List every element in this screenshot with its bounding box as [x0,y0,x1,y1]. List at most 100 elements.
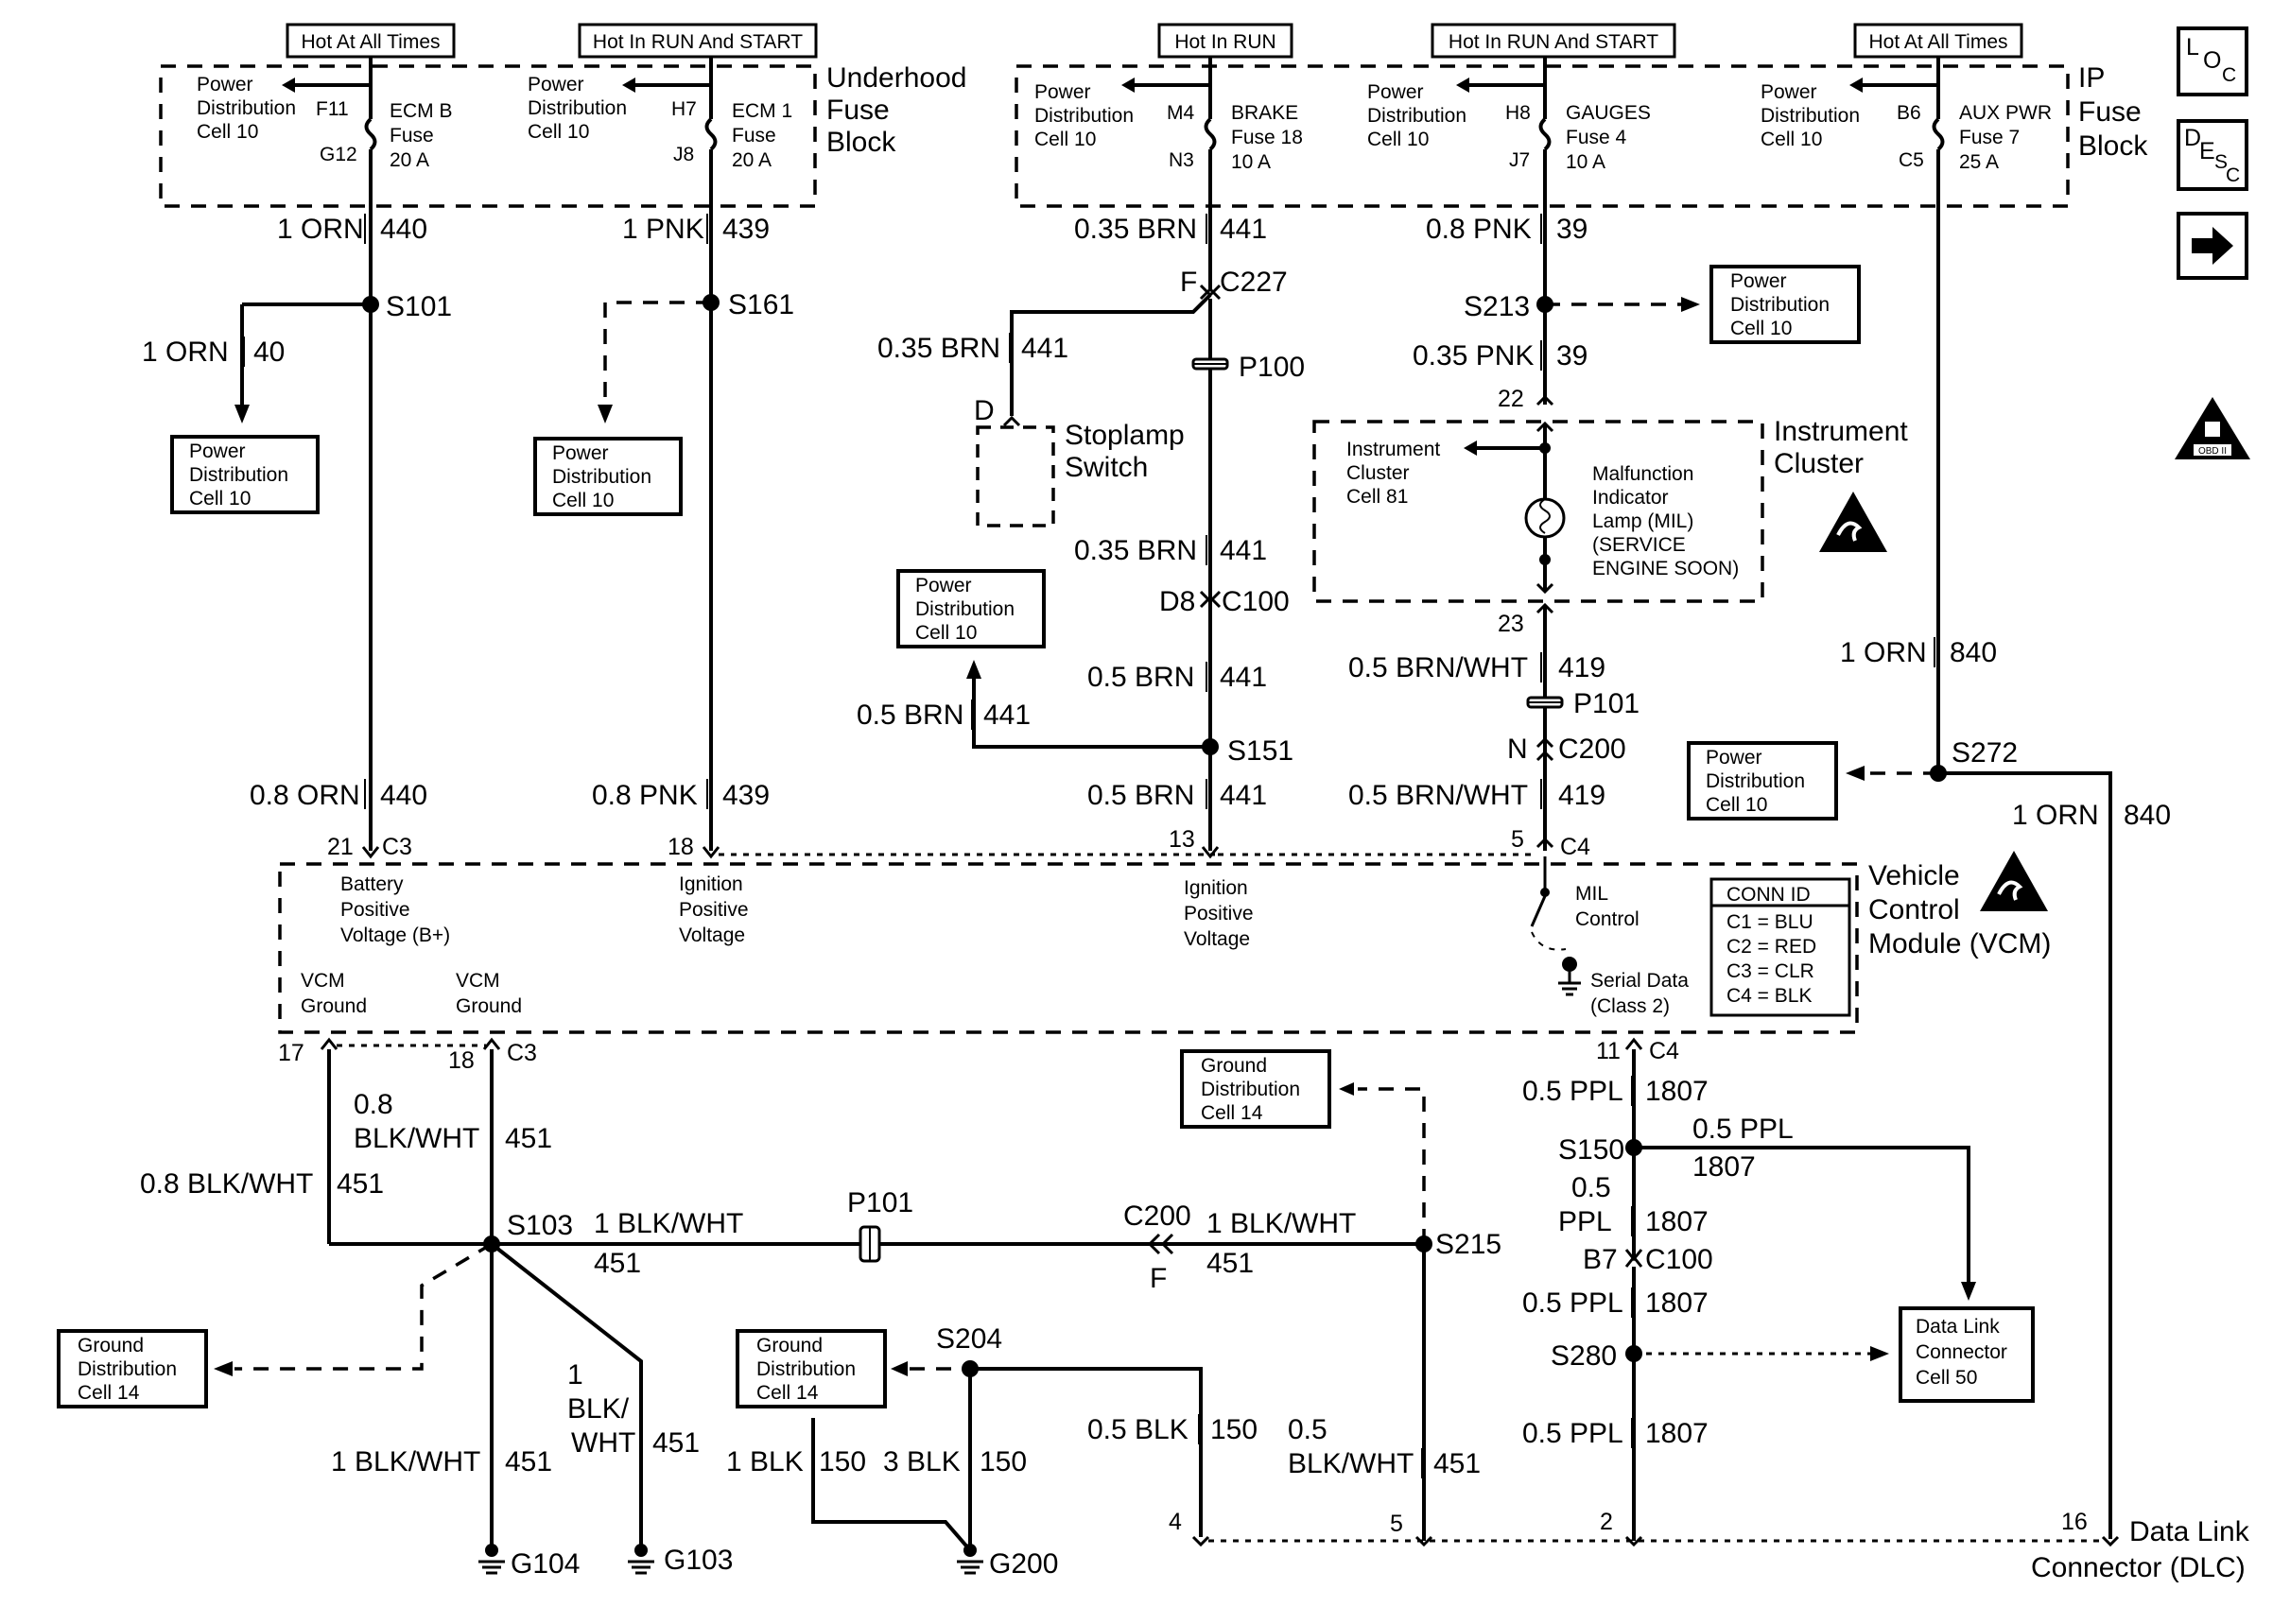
arrow-icon [1870,1346,1889,1361]
svg-text:Fuse 18: Fuse 18 [1231,127,1303,148]
loc-icon[interactable]: L O C [2177,26,2248,96]
fuse-ecm-1: Power Distribution Cell 10 H7 J8 ECM 1 F… [528,57,792,851]
svg-text:1807: 1807 [1645,1418,1709,1449]
svg-text:(SERVICE: (SERVICE [1592,534,1686,556]
svg-text:Distribution: Distribution [915,598,1015,620]
esd-icon [1819,492,1887,552]
svg-text:0.5 BRN: 0.5 BRN [1087,780,1194,811]
arrow-icon [1464,441,1477,456]
header-hot-run-start-2: Hot In RUN And START [1431,23,1676,59]
svg-text:2: 2 [1600,1509,1613,1535]
svg-text:C4: C4 [1649,1038,1679,1064]
svg-text:1 ORN: 1 ORN [277,214,364,245]
svg-text:Voltage (B+): Voltage (B+) [340,924,450,946]
svg-text:Vehicle: Vehicle [1868,860,1960,891]
svg-text:Data Link: Data Link [1916,1316,2000,1338]
data-link-connector: 16 Data Link Connector (DLC) [1208,1509,2250,1583]
svg-text:Control: Control [1868,894,1960,925]
svg-text:3 BLK: 3 BLK [883,1446,961,1477]
svg-text:S280: S280 [1551,1340,1617,1372]
svg-text:1 PNK: 1 PNK [622,214,704,245]
svg-text:N3: N3 [1169,149,1194,171]
header-hot-in-run: Hot In RUN [1157,23,1293,59]
svg-text:M4: M4 [1167,102,1194,124]
svg-text:C200: C200 [1558,734,1626,765]
svg-text:C3 = CLR: C3 = CLR [1726,960,1814,982]
vcm-module: Vehicle Control Module (VCM) Battery Pos… [278,851,2051,1034]
arrow-icon [234,405,250,423]
obd-ii-icon: OBD II [2175,397,2250,459]
ground-g200-icon [957,1544,983,1575]
svg-text:451: 451 [594,1248,641,1279]
svg-text:C2 = RED: C2 = RED [1726,936,1816,958]
svg-text:Power: Power [915,575,972,596]
svg-text:ENGINE SOON): ENGINE SOON) [1592,558,1739,579]
svg-text:451: 451 [337,1168,384,1200]
svg-text:Distribution: Distribution [1034,105,1134,127]
lamp-icon [1524,497,1566,539]
svg-text:Fuse: Fuse [2078,96,2142,128]
svg-text:Cluster: Cluster [1346,462,1410,484]
svg-text:B7: B7 [1583,1244,1618,1275]
svg-text:Distribution: Distribution [756,1358,856,1380]
svg-text:0.8 BLK/WHT: 0.8 BLK/WHT [140,1168,313,1200]
desc-icon[interactable]: D E S C [2177,119,2248,191]
svg-text:VCM: VCM [301,970,345,992]
svg-text:S: S [2214,151,2228,173]
svg-text:Fuse 7: Fuse 7 [1959,127,2020,148]
arrow-icon [1849,78,1863,93]
svg-text:0.5 PPL: 0.5 PPL [1522,1418,1623,1449]
svg-text:B6: B6 [1897,102,1921,124]
svg-text:P100: P100 [1239,352,1305,383]
svg-text:S151: S151 [1227,735,1293,767]
svg-text:C5: C5 [1899,149,1924,171]
svg-text:451: 451 [652,1427,700,1459]
arrow-icon [282,78,295,93]
svg-text:1 BLK: 1 BLK [726,1446,804,1477]
arrow-icon [1456,78,1469,93]
svg-text:Module (VCM): Module (VCM) [1868,928,2051,959]
header-text: Hot At All Times [1868,31,2007,53]
svg-text:Connector: Connector [1916,1341,2007,1363]
svg-text:C3: C3 [507,1040,537,1066]
svg-text:Cell 10: Cell 10 [1034,129,1096,150]
svg-text:C3: C3 [382,834,412,860]
svg-text:0.5 BRN/WHT: 0.5 BRN/WHT [1348,652,1528,683]
svg-text:0.35 BRN: 0.35 BRN [1074,214,1197,245]
svg-text:441: 441 [1220,214,1267,245]
next-arrow-icon[interactable] [2177,212,2248,280]
svg-text:40: 40 [253,337,285,368]
svg-text:Distribution: Distribution [189,464,288,486]
arrow-icon [1681,297,1700,312]
ground-g103-icon [628,1544,654,1575]
circuit-39-419: 0.8 PNK 39 S213 Power Distribution Cell … [1312,214,1908,860]
svg-text:39: 39 [1556,214,1588,245]
svg-text:0.5: 0.5 [1571,1172,1611,1203]
svg-text:Stoplamp: Stoplamp [1065,420,1185,451]
svg-text:Cell 10: Cell 10 [1730,318,1792,339]
svg-text:P101: P101 [1573,688,1640,719]
svg-text:Fuse: Fuse [390,125,434,147]
svg-text:0.8 ORN: 0.8 ORN [250,780,360,811]
svg-text:Cell 10: Cell 10 [1706,794,1767,816]
svg-text:S103: S103 [507,1210,573,1241]
svg-text:0.5 PPL: 0.5 PPL [1692,1114,1794,1145]
svg-text:H7: H7 [671,98,697,120]
svg-text:1 ORN: 1 ORN [1840,637,1927,668]
svg-text:Cell 50: Cell 50 [1916,1367,1977,1389]
svg-text:Distribution: Distribution [1201,1079,1300,1100]
svg-text:Distribution: Distribution [552,466,651,488]
svg-text:S161: S161 [728,289,794,320]
svg-text:Instrument: Instrument [1346,439,1440,460]
svg-text:MIL: MIL [1575,883,1608,905]
svg-text:Ignition: Ignition [1184,877,1248,899]
ground-circuit-451: 17 18 C3 0.8 BLK/WHT 451 0.8 BLK/WHT 451… [57,1037,1501,1580]
svg-text:441: 441 [1220,662,1267,693]
svg-text:Cell 10: Cell 10 [915,622,977,644]
svg-text:441: 441 [983,700,1031,731]
circuit-150: Ground Distribution Cell 14 S204 1 BLK 1… [726,1323,1258,1580]
svg-text:Fuse 4: Fuse 4 [1566,127,1627,148]
svg-text:J7: J7 [1509,149,1530,171]
ip-fuse-block-label: IP Fuse Block [2078,62,2148,162]
svg-text:C100: C100 [1645,1244,1713,1275]
